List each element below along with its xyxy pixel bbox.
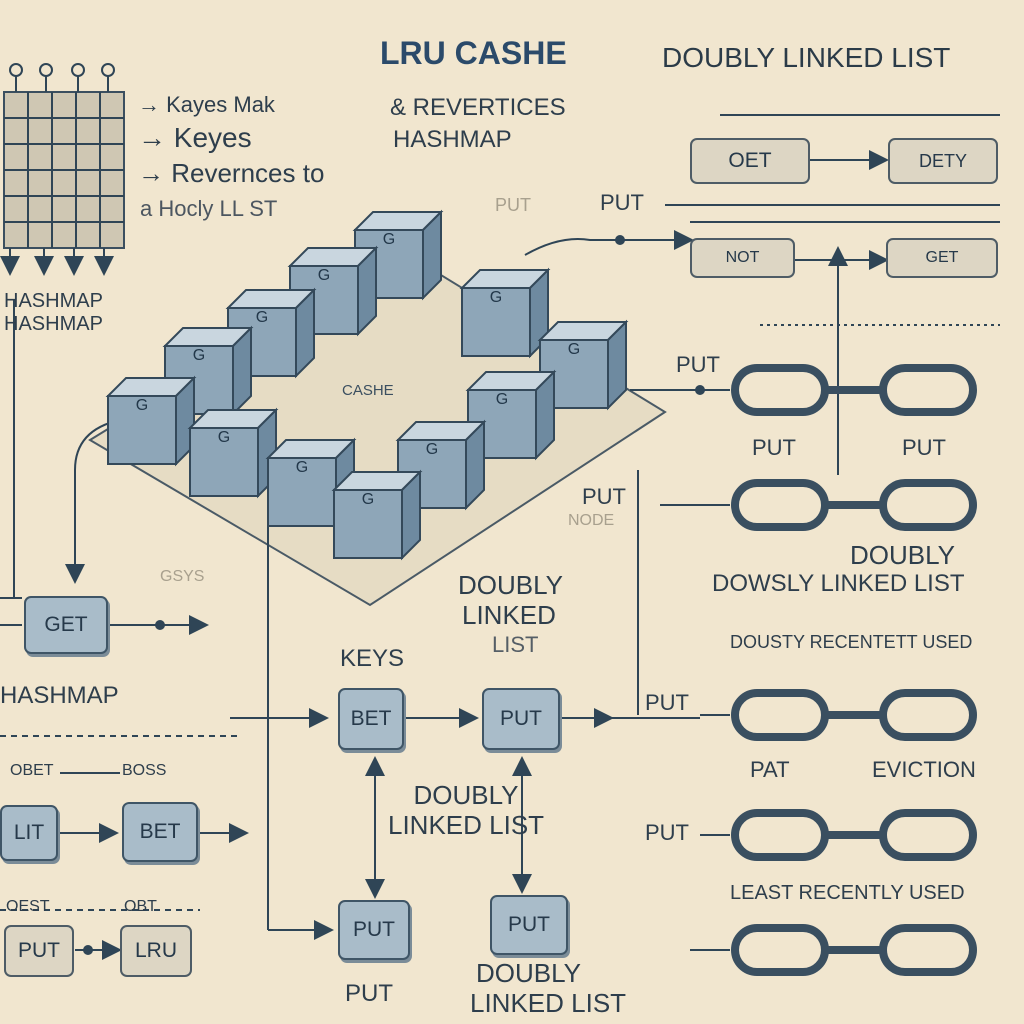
get-box-left: GET xyxy=(24,596,108,654)
chain-4 xyxy=(731,809,977,861)
cube-label: G xyxy=(136,397,148,414)
cube-label: G xyxy=(256,309,268,326)
cache-label: CASHE xyxy=(342,382,394,399)
legend-line-3: → Revernces to xyxy=(138,158,325,188)
top-put-label: PUT xyxy=(600,190,644,215)
cube-label: G xyxy=(383,231,395,248)
right-put-a: PUT xyxy=(752,435,796,460)
put-box-bottom-2: PUT xyxy=(490,895,568,955)
hashmap-grid xyxy=(0,63,125,276)
hashmap-label-b: HASHMAP xyxy=(4,313,103,335)
bet-box-center: BET xyxy=(338,688,404,750)
right-put-4: PUT xyxy=(645,820,689,845)
cube-label: G xyxy=(490,289,502,306)
bet-box-left: BET xyxy=(122,802,198,862)
center-put-below: PUT xyxy=(345,980,393,1007)
faint-put-center: PUT xyxy=(495,195,531,215)
cache-cube: G xyxy=(105,375,197,467)
cache-cube: G xyxy=(331,469,423,561)
right-put-3: PUT xyxy=(645,690,689,715)
cache-cube: G xyxy=(352,209,444,301)
not-box: NOT xyxy=(690,238,795,278)
center-doubly: DOUBLY xyxy=(458,570,563,600)
right-put-b: PUT xyxy=(902,435,946,460)
row-a-left: OBET xyxy=(10,762,54,779)
cube-label: G xyxy=(218,429,230,446)
right-eviction: EVICTION xyxy=(872,757,976,782)
cache-cube: G xyxy=(465,369,557,461)
right-doubly-linked: DOWSLY LINKED LIST xyxy=(712,570,965,597)
hashmap-label-c: HASHMAP xyxy=(0,682,119,709)
cache-cube: G xyxy=(459,267,551,359)
get-box-top-left: OET xyxy=(690,138,810,184)
chain-5 xyxy=(731,924,977,976)
cube-label: G xyxy=(296,459,308,476)
legend-line-4: a Hocly LL ST xyxy=(140,196,278,221)
chain-2 xyxy=(731,479,977,531)
cube-label: G xyxy=(362,491,374,508)
bottom-doubly: DOUBLY xyxy=(476,958,581,988)
center-list: LIST xyxy=(492,632,539,657)
faint-gsys: GSYS xyxy=(160,568,205,585)
row-b-right: OBT xyxy=(124,898,157,915)
diagram-subtitle: DOUBLY LINKED LIST xyxy=(662,42,951,73)
diagram-title: LRU CASHE xyxy=(380,35,567,71)
legend-line-1: → Kayes Mak xyxy=(138,92,275,117)
right-least-used: LEAST RECENTLY USED xyxy=(730,882,965,904)
row-a-right: BOSS xyxy=(122,762,167,779)
right-mostly-used: DOUSTY RECENTETT USED xyxy=(730,632,973,652)
cube-label: G xyxy=(318,267,330,284)
references-line-1: & REVERTICES xyxy=(390,94,566,121)
right-pat: PAT xyxy=(750,757,790,782)
right-put-2: PUT xyxy=(582,484,626,509)
hashmap-label-a: HASHMAP xyxy=(4,290,103,312)
cube-label: G xyxy=(496,391,508,408)
right-put-1: PUT xyxy=(676,352,720,377)
chain-3 xyxy=(731,689,977,741)
center-linked: LINKED xyxy=(462,600,556,630)
center-doubly-linked-list: DOUBLY LINKED LIST xyxy=(388,780,545,840)
legend-line-2: → Keyes xyxy=(138,122,252,153)
cube-label: G xyxy=(426,441,438,458)
bottom-linked-list: LINKED LIST xyxy=(470,988,627,1018)
get-box-top-right: DETY xyxy=(888,138,998,184)
put-box-center: PUT xyxy=(482,688,560,750)
get-box-bottom: GET xyxy=(886,238,998,278)
put-box-left: PUT xyxy=(4,925,74,977)
center-keys: KEYS xyxy=(340,645,405,672)
row-b-left: OEST xyxy=(6,898,50,915)
lru-box: LRU xyxy=(120,925,192,977)
references-line-2: HASHMAP xyxy=(393,126,512,153)
cube-label: G xyxy=(193,347,205,364)
right-doubly: DOUBLY xyxy=(850,540,955,570)
put-box-bottom-1: PUT xyxy=(338,900,410,960)
cache-cube: G xyxy=(187,407,279,499)
lit-box: LIT xyxy=(0,805,58,861)
faint-node: NODE xyxy=(568,512,615,529)
chain-1 xyxy=(731,364,977,416)
cube-label: G xyxy=(568,341,580,358)
